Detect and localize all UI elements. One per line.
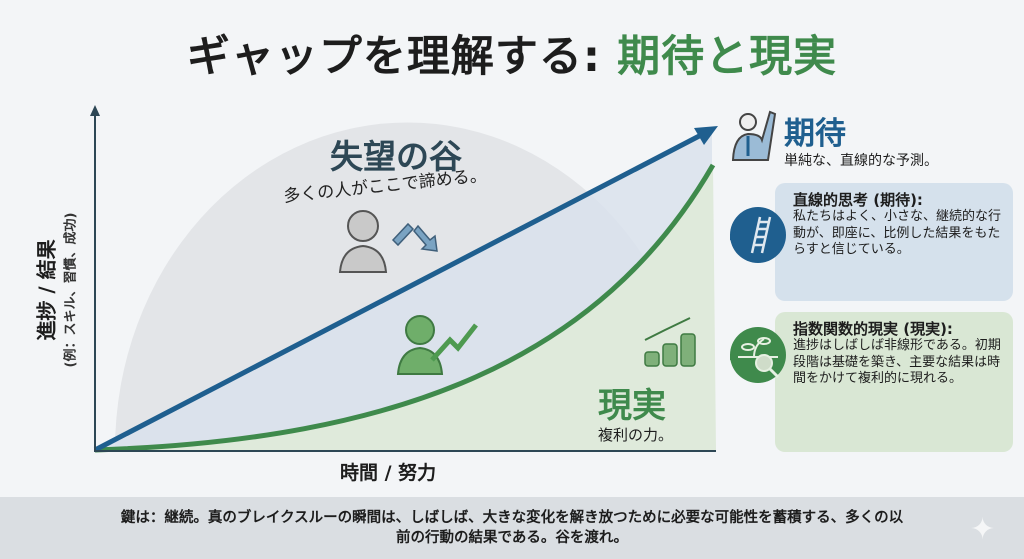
- footer-message: 鍵は：継続。真のブレイクスルーの瞬間は、しばしば、大きな変化を解き放つために必要…: [0, 497, 1024, 559]
- reality-title: 現実: [598, 386, 666, 426]
- pointing-person-icon: [731, 110, 777, 161]
- card-title: 指数関数的現実 (現実):: [793, 320, 953, 338]
- plant-magnifier-icon: [724, 327, 786, 383]
- valley-title: 失望の谷: [330, 137, 462, 176]
- y-axis-title: 進捗 / 結果: [34, 239, 59, 341]
- reality-area: [95, 165, 716, 450]
- card-body: 進捗はしばしば非線形である。初期段階は基礎を築き、主要な結果は時間をかけて複利的…: [793, 338, 1001, 386]
- y-axis-subtitle: (例：スキル、習慣、成功): [63, 212, 79, 368]
- y-axis-label: 進捗 / 結果(例：スキル、習慣、成功): [14, 180, 94, 400]
- page-title: ギャップを理解する: 期待と現実: [0, 22, 1024, 84]
- expectation-subtitle: 単純な、直線的な予測。: [784, 153, 938, 169]
- broken-arrow-icon: [391, 222, 438, 252]
- expectation-line: [93, 130, 707, 453]
- title-main: ギャップを理解する:: [186, 32, 618, 82]
- coin-stacks-icon: [644, 317, 696, 367]
- expectation-arrowhead: [694, 126, 718, 145]
- successful-person-icon: [396, 315, 444, 375]
- linear-thinking-card: 直線的思考 (期待): 私たちはよく、小さな、継続的な行動が、即座に、比例した結…: [775, 183, 1013, 301]
- growth-arrow-icon: [430, 323, 478, 362]
- card-body: 私たちはよく、小さな、継続的な行動が、即座に、比例した結果をもたらすと信じている…: [793, 209, 1002, 257]
- card-title: 直線的思考 (期待):: [793, 191, 923, 209]
- y-axis-arrow: [90, 105, 100, 116]
- ladder-icon: [724, 207, 786, 263]
- reality-curve: [94, 163, 716, 453]
- sparkle-icon: ✦: [970, 512, 996, 547]
- frustrated-person-icon: [338, 210, 388, 273]
- reality-subtitle: 複利の力。: [598, 426, 674, 444]
- expectation-title: 期待: [784, 116, 846, 152]
- exponential-reality-card: 指数関数的現実 (現実): 進捗はしばしば非線形である。初期段階は基礎を築き、主…: [775, 312, 1013, 452]
- x-axis-label: 時間 / 努力: [340, 462, 437, 484]
- title-accent: 期待と現実: [617, 32, 838, 82]
